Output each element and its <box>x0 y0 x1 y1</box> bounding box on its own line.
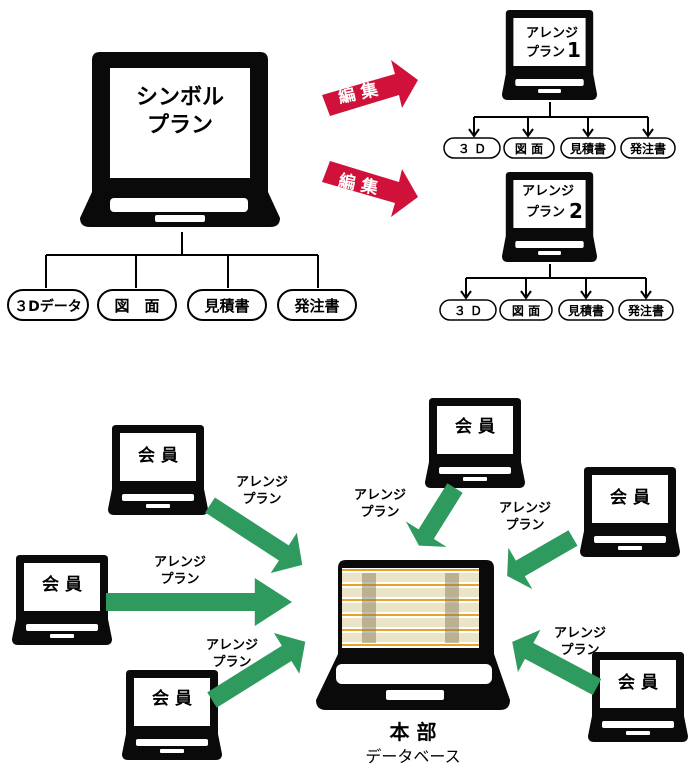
plan-2-output-3d: ３ Ｄ <box>454 304 482 318</box>
svg-text:アレンジ: アレンジ <box>354 488 406 503</box>
arrow-label-bottom-right: アレンジ プラン <box>554 626 606 658</box>
svg-text:アレンジ: アレンジ <box>499 501 551 516</box>
member-laptop-bottom-left: 会 員 <box>122 670 222 760</box>
arrow-label-top-center: アレンジ プラン <box>354 488 406 520</box>
arrange-plan-1-laptop: アレンジ プラン 1 <box>502 10 597 100</box>
arrow-label-left-middle: アレンジ プラン <box>154 555 206 587</box>
output-pill-order-form: 発注書 <box>277 289 357 321</box>
svg-text:アレンジ: アレンジ <box>554 626 606 641</box>
symbol-plan-label-line1: シンボル <box>136 85 224 110</box>
plan-1-output-order-form: 発注書 <box>629 141 666 156</box>
member-laptop-bottom-right: 会 員 <box>588 652 688 742</box>
plan-1-output-3d: ３ Ｄ <box>458 142 486 156</box>
svg-text:図 面: 図 面 <box>114 297 159 315</box>
arrange-plan-2-laptop: アレンジ プラン 2 <box>502 172 597 262</box>
plan-2-output-order-form: 発注書 <box>627 303 664 318</box>
plan-1-tree <box>468 102 654 138</box>
symbol-plan-label-line2: プラン <box>147 113 213 138</box>
svg-text:プラン: プラン <box>160 572 199 587</box>
arrow-label-right-upper: アレンジ プラン <box>499 501 551 533</box>
svg-text:見積書: 見積書 <box>203 297 249 315</box>
svg-text:会 員: 会 員 <box>618 672 658 693</box>
plan-2-output-drawing: 図 面 <box>512 304 540 318</box>
svg-text:３Dデータ: ３Dデータ <box>14 298 82 315</box>
plan-1-outputs: ３ Ｄ 図 面 見積書 発注書 <box>443 137 676 159</box>
svg-text:アレンジ: アレンジ <box>154 555 206 570</box>
hq-label: 本 部 <box>390 720 437 744</box>
plan-2-number: 2 <box>569 199 583 223</box>
arrow-label-bottom-left: アレンジ プラン <box>206 638 258 670</box>
arrow-label-top-left: アレンジ プラン <box>236 475 288 507</box>
member-laptop-left-middle: 会 員 <box>12 555 112 645</box>
edit-arrow-1: 編 集 <box>322 60 418 116</box>
member-laptop-right-upper: 会 員 <box>580 467 680 557</box>
svg-text:会 員: 会 員 <box>42 574 82 595</box>
svg-text:編 集: 編 集 <box>337 170 381 199</box>
svg-text:会 員: 会 員 <box>138 445 178 466</box>
plan-1-output-drawing: 図 面 <box>515 142 543 156</box>
arrow-from-bottom-left <box>199 621 319 721</box>
output-pill-estimate: 見積書 <box>187 289 267 321</box>
hq-database-laptop <box>316 560 510 710</box>
svg-text:アレンジ: アレンジ <box>206 638 258 653</box>
plan-1-number: 1 <box>567 38 581 62</box>
plan-1-label-line1: アレンジ <box>526 26 578 41</box>
svg-text:プラン: プラン <box>560 643 599 658</box>
svg-text:プラン: プラン <box>242 492 281 507</box>
edit-arrow-2: 編 集 <box>322 161 418 217</box>
hq-database-label: データベース <box>365 747 460 766</box>
svg-text:発注書: 発注書 <box>293 297 339 315</box>
symbol-plan-outputs: ３Dデータ 図 面 見積書 発注書 <box>7 289 357 321</box>
plan-2-label-line1: アレンジ <box>522 184 574 199</box>
symbol-plan-laptop: シンボル プラン <box>80 52 280 227</box>
plan-2-label-line2: プラン <box>526 205 565 220</box>
member-laptop-top-center: 会 員 <box>425 398 525 488</box>
svg-text:会 員: 会 員 <box>610 487 650 508</box>
output-pill-drawing: 図 面 <box>97 289 177 321</box>
plan-2-output-estimate: 見積書 <box>567 303 604 318</box>
plan-1-output-estimate: 見積書 <box>569 141 606 156</box>
svg-text:プラン: プラン <box>212 655 251 670</box>
plan-2-outputs: ３ Ｄ 図 面 見積書 発注書 <box>439 299 674 321</box>
svg-text:会 員: 会 員 <box>455 416 495 437</box>
svg-text:会 員: 会 員 <box>152 688 192 709</box>
member-laptop-top-left: 会 員 <box>108 425 208 515</box>
svg-text:プラン: プラン <box>505 518 544 533</box>
symbol-plan-tree <box>45 232 319 288</box>
svg-text:アレンジ: アレンジ <box>236 475 288 490</box>
plan-2-tree <box>460 264 652 300</box>
svg-text:プラン: プラン <box>360 505 399 520</box>
svg-text:編 集: 編 集 <box>336 79 380 108</box>
plan-1-label-line2: プラン <box>526 45 565 60</box>
output-pill-3d-data: ３Dデータ <box>7 289 89 321</box>
database-screen-rows <box>342 569 479 646</box>
